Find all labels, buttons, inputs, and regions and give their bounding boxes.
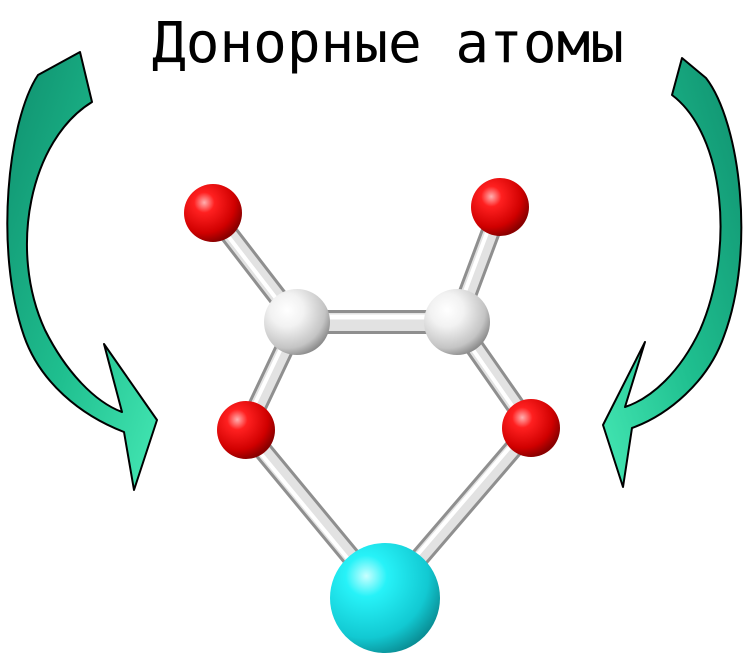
atoms [184,178,560,653]
bonds [203,197,541,608]
oxygen-atom-o2 [471,178,529,236]
metal-atom [330,543,440,653]
left-arrow-icon [6,51,158,491]
oxygen-atom-o4 [502,399,560,457]
carbon-atom-c2 [424,289,490,355]
carbon-atom-c1 [264,289,330,355]
oxygen-atom-o1 [184,184,242,242]
diagram-title: Донорные атомы [152,11,624,76]
oxygen-atom-o3 [217,401,275,459]
right-arrow-icon [602,57,743,488]
